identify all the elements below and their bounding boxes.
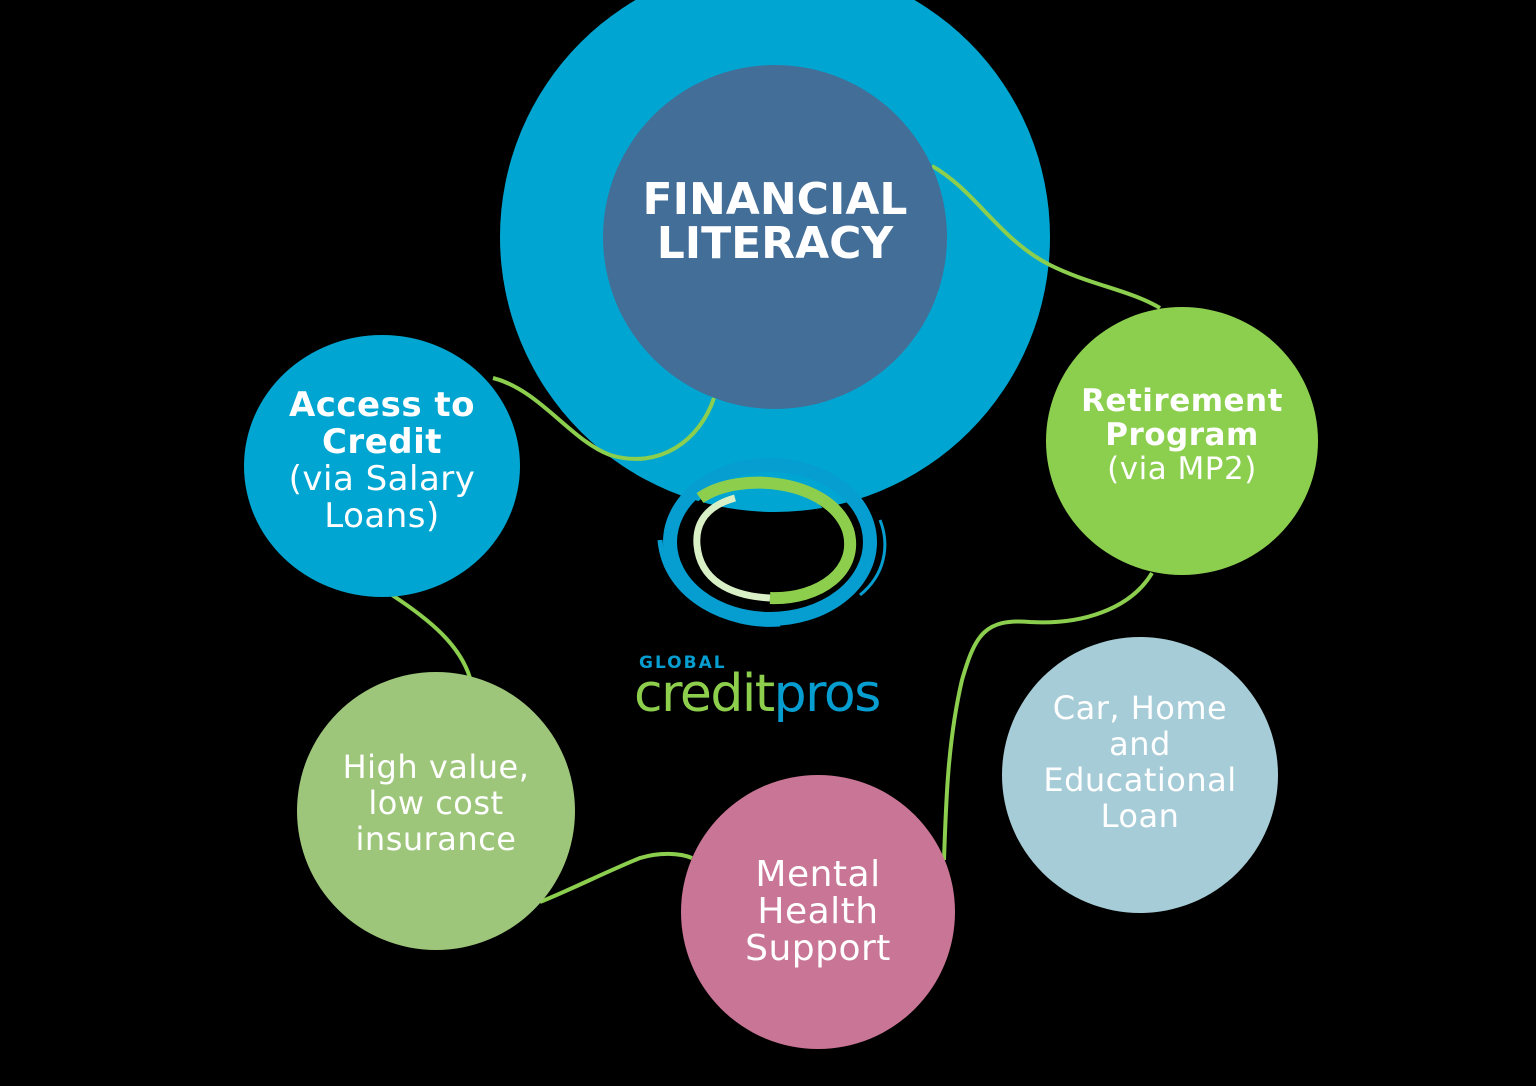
label-line: Car, Home: [1052, 689, 1228, 727]
node-car-home-educational-loan-label: Car, Home and Educational Loan: [1043, 690, 1236, 834]
label-line: (via Salary: [288, 459, 476, 499]
label-line: Educational: [1043, 761, 1237, 799]
node-access-to-credit-label: Access to Credit (via Salary Loans): [289, 387, 476, 535]
node-high-value-insurance: High value, low cost insurance: [297, 672, 575, 950]
node-retirement-program-label: Retirement Program (via MP2): [1081, 384, 1283, 486]
label-line: Mental: [755, 853, 881, 895]
center-title: FINANCIAL LITERACY: [643, 178, 908, 266]
connector-insurance-to-mental: [539, 851, 693, 904]
logo-creditpros-text: creditpros: [634, 664, 882, 724]
node-retirement-program: Retirement Program (via MP2): [1046, 307, 1318, 575]
logo-credit-word: credit: [634, 664, 775, 724]
label-line: High value,: [342, 748, 530, 786]
node-car-home-educational-loan: Car, Home and Educational Loan: [1002, 637, 1278, 913]
label-line: Credit: [321, 422, 443, 462]
label-line: Loans): [324, 496, 440, 536]
label-line: Access to: [288, 385, 476, 425]
connector-retirement-to-mental: [942, 571, 1154, 861]
center-title-line1: FINANCIAL: [642, 174, 908, 225]
node-mental-health-support-label: Mental Health Support: [745, 856, 891, 967]
center-node-financial-literacy: FINANCIAL LITERACY: [603, 65, 947, 409]
connector-credit-to-insurance: [390, 593, 472, 679]
label-line: Program: [1105, 417, 1259, 453]
label-line: (via MP2): [1107, 451, 1257, 487]
logo-global-text: GLOBAL: [639, 653, 727, 673]
center-title-line2: LITERACY: [656, 218, 894, 269]
label-line: low cost: [368, 784, 504, 822]
label-line: insurance: [355, 820, 517, 858]
node-mental-health-support: Mental Health Support: [681, 775, 955, 1049]
logo-pros-word: pros: [773, 664, 882, 724]
connector-center-to-retirement: [931, 164, 1162, 310]
label-line: Health: [757, 890, 879, 932]
label-line: Retirement: [1081, 383, 1283, 419]
node-access-to-credit: Access to Credit (via Salary Loans): [244, 335, 520, 597]
connector-credit-to-center: [492, 376, 716, 461]
label-line: Loan: [1100, 797, 1180, 835]
node-high-value-insurance-label: High value, low cost insurance: [343, 749, 530, 857]
label-line: Support: [745, 927, 891, 969]
label-line: and: [1109, 725, 1171, 763]
